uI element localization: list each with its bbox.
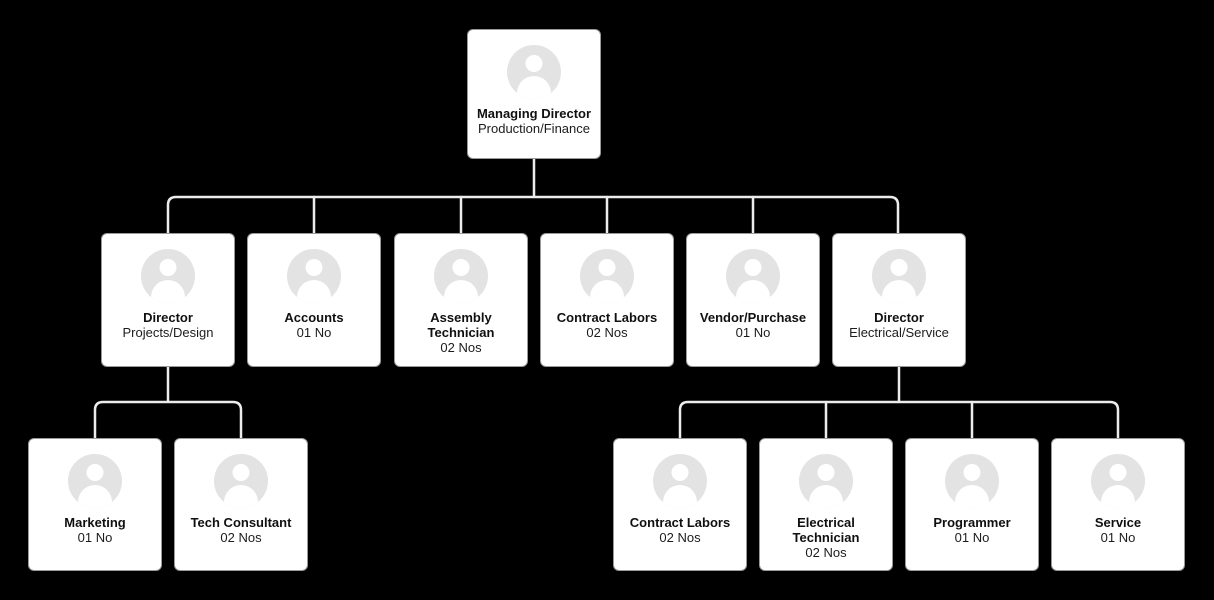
node-subtitle: 01 No bbox=[77, 530, 113, 545]
person-avatar-icon bbox=[1091, 454, 1145, 508]
edge-level2-bus bbox=[166, 195, 900, 235]
node-subtitle: Production/Finance bbox=[477, 121, 590, 136]
person-avatar-icon bbox=[726, 249, 780, 303]
person-avatar-icon bbox=[872, 249, 926, 303]
person-avatar-icon bbox=[287, 249, 341, 303]
org-node-contract-labors-production[interactable]: Contract Labors 02 Nos bbox=[540, 233, 674, 367]
node-subtitle: 02 Nos bbox=[586, 325, 628, 340]
node-title: Programmer bbox=[933, 515, 1011, 530]
node-title: Director bbox=[143, 310, 193, 325]
person-avatar-icon bbox=[945, 454, 999, 508]
org-node-director-electrical[interactable]: Director Electrical/Service bbox=[832, 233, 966, 367]
node-title: Vendor/Purchase bbox=[699, 310, 807, 325]
person-avatar-icon bbox=[68, 454, 122, 508]
node-title: Accounts bbox=[284, 310, 344, 325]
person-avatar-icon bbox=[653, 454, 707, 508]
org-node-vendor-purchase[interactable]: Vendor/Purchase 01 No bbox=[686, 233, 820, 367]
person-avatar-icon bbox=[141, 249, 195, 303]
org-node-tech-consultant[interactable]: Tech Consultant 02 Nos bbox=[174, 438, 308, 571]
node-subtitle: Electrical/Service bbox=[849, 325, 949, 340]
org-node-electrical-technician[interactable]: Electrical Technician 02 Nos bbox=[759, 438, 893, 571]
node-subtitle: 01 No bbox=[735, 325, 771, 340]
org-node-marketing[interactable]: Marketing 01 No bbox=[28, 438, 162, 571]
node-title: Director bbox=[874, 310, 924, 325]
org-node-service[interactable]: Service 01 No bbox=[1051, 438, 1185, 571]
org-node-managing-director[interactable]: Managing Director Production/Finance bbox=[467, 29, 601, 159]
person-avatar-icon bbox=[799, 454, 853, 508]
node-title: Assembly Technician bbox=[427, 310, 495, 340]
node-subtitle: 02 Nos bbox=[805, 545, 847, 560]
node-title: Marketing bbox=[64, 515, 126, 530]
node-subtitle: 02 Nos bbox=[220, 530, 262, 545]
node-title: Contract Labors bbox=[629, 515, 731, 530]
org-node-accounts[interactable]: Accounts 01 No bbox=[247, 233, 381, 367]
org-node-contract-labors-electrical[interactable]: Contract Labors 02 Nos bbox=[613, 438, 747, 571]
node-title: Contract Labors bbox=[556, 310, 658, 325]
org-node-assembly-technician[interactable]: Assembly Technician 02 Nos bbox=[394, 233, 528, 367]
node-title: Electrical Technician bbox=[792, 515, 860, 545]
node-title: Tech Consultant bbox=[190, 515, 292, 530]
edge-left-bus bbox=[93, 400, 243, 440]
node-subtitle: 01 No bbox=[296, 325, 332, 340]
node-subtitle: 01 No bbox=[954, 530, 990, 545]
org-node-programmer[interactable]: Programmer 01 No bbox=[905, 438, 1039, 571]
node-subtitle: 02 Nos bbox=[440, 340, 482, 355]
edge-right-bus bbox=[678, 400, 1120, 440]
node-title: Managing Director bbox=[476, 106, 592, 121]
node-subtitle: Projects/Design bbox=[122, 325, 214, 340]
org-node-director-projects[interactable]: Director Projects/Design bbox=[101, 233, 235, 367]
node-title: Service bbox=[1094, 515, 1142, 530]
person-avatar-icon bbox=[434, 249, 488, 303]
person-avatar-icon bbox=[507, 45, 561, 99]
person-avatar-icon bbox=[214, 454, 268, 508]
node-subtitle: 01 No bbox=[1100, 530, 1136, 545]
person-avatar-icon bbox=[580, 249, 634, 303]
node-subtitle: 02 Nos bbox=[659, 530, 701, 545]
